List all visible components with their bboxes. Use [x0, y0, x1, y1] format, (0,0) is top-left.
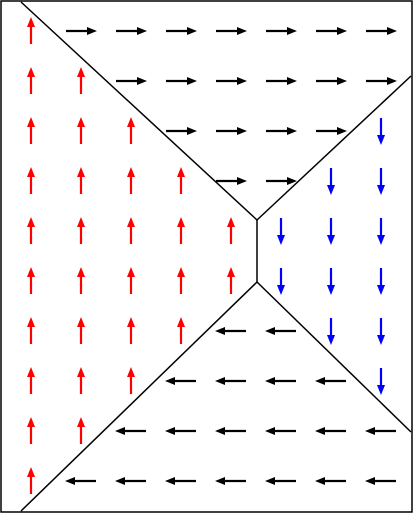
boundary-top-right: [256, 75, 412, 221]
arrow-field: [27, 17, 397, 494]
boundary-bottom-right: [256, 281, 412, 433]
boundary-top-left: [20, 1, 258, 221]
region-boundaries: [20, 1, 412, 512]
boundary-bottom-left: [20, 281, 258, 512]
